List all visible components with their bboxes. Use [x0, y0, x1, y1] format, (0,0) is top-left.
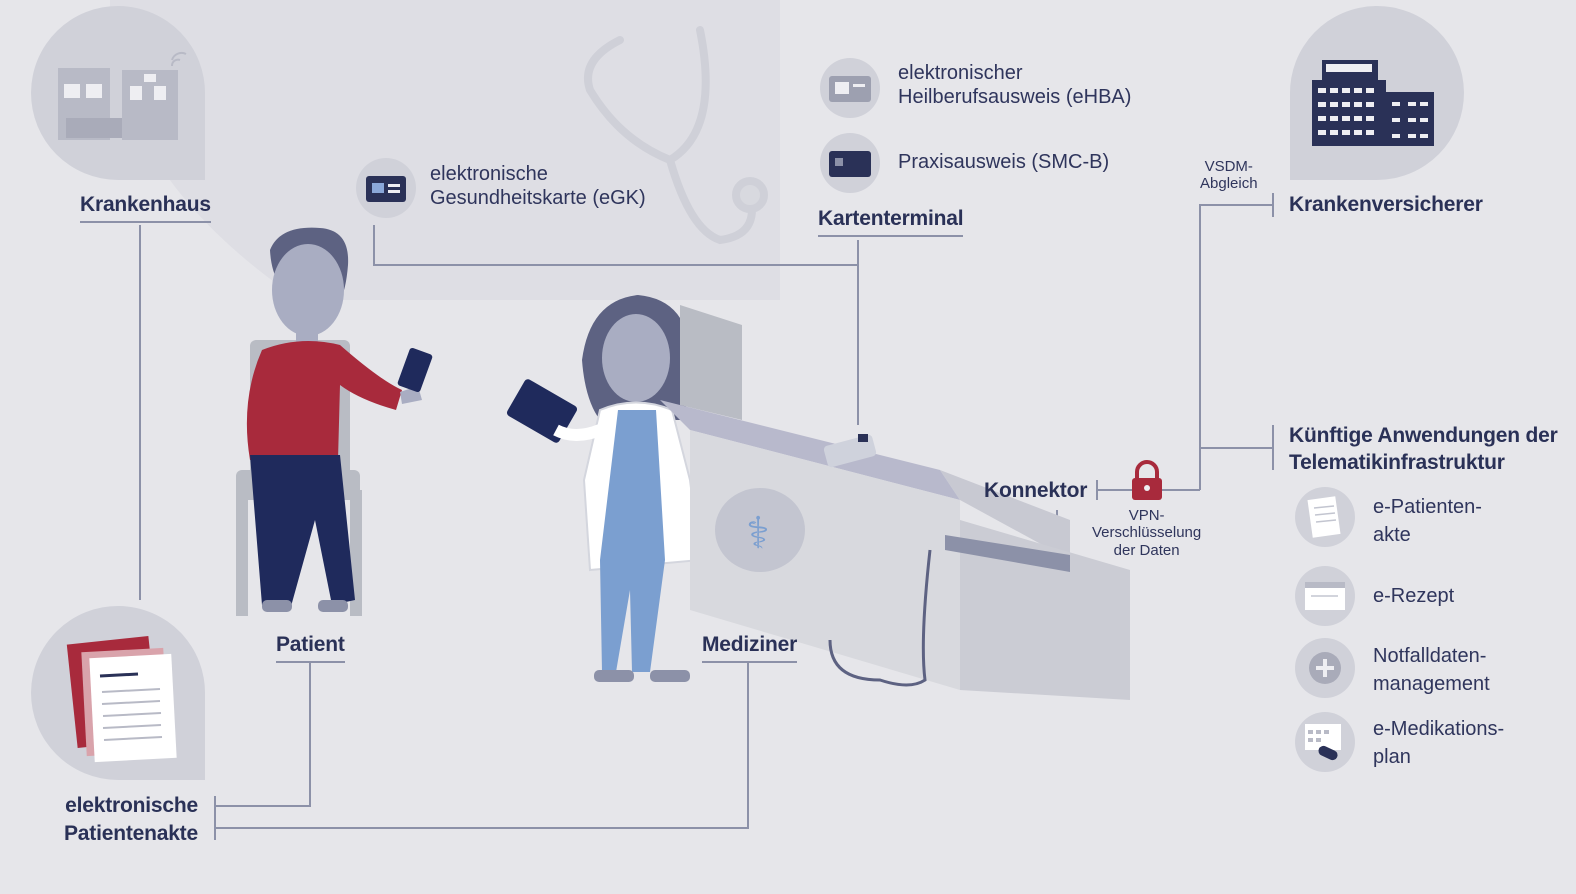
epa-label-line2: Patientenakte [64, 822, 198, 846]
document-icon [1295, 487, 1355, 547]
vpn-label-line3: der Daten [1113, 541, 1180, 559]
konnektor-label: Konnektor [984, 479, 1088, 502]
mediziner-label: Mediziner [702, 632, 797, 664]
kuenftige-label: Künftige Anwendungen der Telematikinfras… [1289, 422, 1558, 477]
patient-label: Patient [276, 632, 345, 664]
egk-label: elektronische Gesundheitskarte (eGK) [430, 162, 646, 210]
app-notfall-line1: Notfalldaten- [1373, 645, 1487, 667]
epa-label: elektronische Patientenakte [64, 792, 198, 849]
patient-figure [246, 227, 433, 612]
krankenhaus-icon [31, 5, 206, 181]
app-notfall-line2: management [1373, 673, 1490, 695]
stethoscope-icon [584, 26, 768, 245]
vpn-label: VPN- Verschlüsselung der Daten [1092, 507, 1201, 559]
kuenftige-label-line2: Telematikinfrastruktur [1289, 451, 1505, 475]
pill-icon [1295, 712, 1355, 772]
ehba-card-icon [820, 58, 880, 118]
lock-icon [1132, 460, 1162, 500]
doctor-figure [506, 295, 702, 682]
vsdm-label: VSDM- Abgleich [1200, 158, 1258, 193]
background-wall [110, 0, 780, 300]
kuenftige-label-line1: Künftige Anwendungen der [1289, 424, 1558, 447]
krankenversicherer-label: Krankenversicherer [1289, 193, 1483, 216]
egk-card-icon [356, 158, 416, 218]
krankenversicherer-icon [1289, 5, 1464, 181]
egk-label-line2: Gesundheitskarte (eGK) [430, 187, 646, 209]
smcb-card-icon [820, 133, 880, 193]
smcb-label: Praxisausweis (SMC-B) [898, 151, 1110, 173]
app-epa-label: e-Patienten- akte [1373, 493, 1482, 549]
ehba-label-line1: elektronischer [898, 62, 1023, 84]
svg-text:⚕: ⚕ [746, 508, 770, 559]
vpn-label-line1: VPN- [1128, 507, 1165, 524]
epa-label-line1: elektronische [65, 794, 198, 817]
plus-icon [1295, 638, 1355, 698]
app-epa-line2: akte [1373, 524, 1411, 546]
app-erezept-label: e-Rezept [1373, 585, 1455, 607]
prescription-icon [1295, 566, 1355, 626]
app-medikation-line2: plan [1373, 746, 1411, 768]
ehba-label-line2: Heilberufsausweis (eHBA) [898, 86, 1132, 108]
vsdm-label-line1: VSDM- [1204, 158, 1253, 175]
reception-desk: ⚕ [660, 305, 1130, 700]
app-medikation-line1: e-Medikations- [1373, 718, 1505, 740]
vsdm-label-line2: Abgleich [1200, 175, 1258, 193]
ehba-label: elektronischer Heilberufsausweis (eHBA) [898, 61, 1131, 109]
connector-lines [139, 193, 1274, 840]
krankenhaus-label: Krankenhaus [80, 192, 211, 224]
app-epa-line1: e-Patienten- [1373, 496, 1482, 518]
app-notfall-label: Notfalldaten- management [1373, 642, 1490, 698]
kartenterminal-label: Kartenterminal [818, 206, 964, 238]
egk-label-line1: elektronische [430, 163, 548, 185]
patientenakte-icon [31, 606, 206, 780]
app-medikation-label: e-Medikations- plan [1373, 715, 1504, 771]
vpn-label-line2: Verschlüsselung [1092, 524, 1202, 542]
